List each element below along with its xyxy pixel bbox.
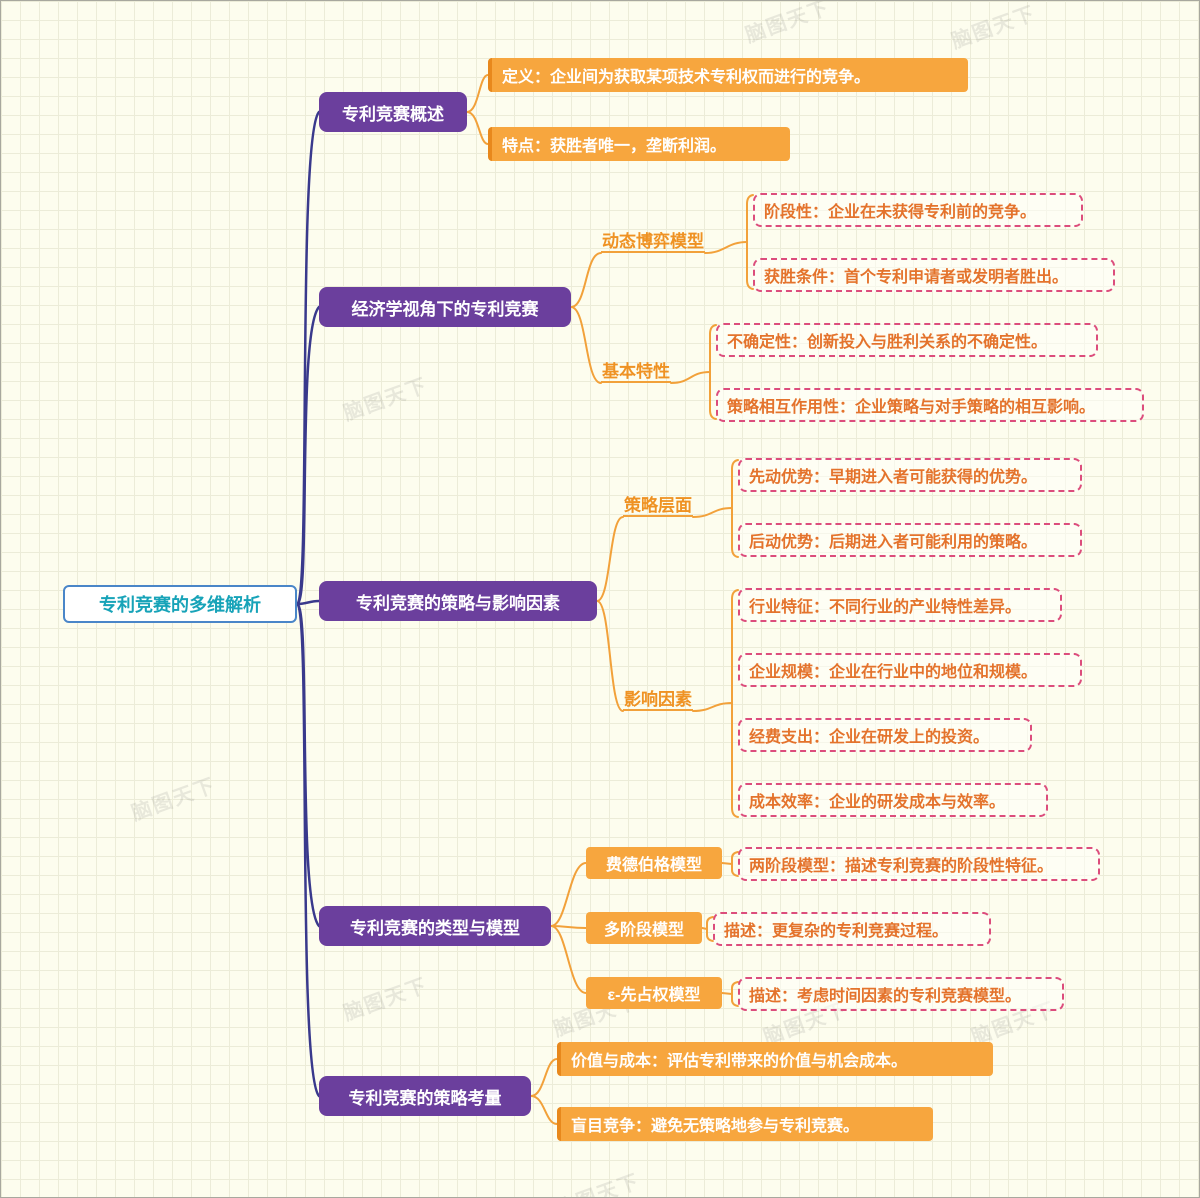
branch-node-2[interactable]: 经济学视角下的专利竞赛 — [319, 287, 571, 327]
subtopic-node[interactable]: 多阶段模型 — [586, 912, 702, 944]
leaf-node[interactable]: 后动优势：后期进入者可能利用的策略。 — [738, 523, 1082, 557]
leaf-node[interactable]: 两阶段模型：描述专利竞赛的阶段性特征。 — [738, 847, 1100, 881]
leaf-node[interactable]: 先动优势：早期进入者可能获得的优势。 — [738, 458, 1082, 492]
root-node[interactable]: 专利竞赛的多维解析 — [63, 585, 297, 623]
subtopic-node[interactable]: 策略层面 — [623, 491, 693, 517]
leaf-node[interactable]: 描述：考虑时间因素的专利竞赛模型。 — [738, 977, 1064, 1011]
leaf-node[interactable]: 成本效率：企业的研发成本与效率。 — [738, 783, 1048, 817]
branch-node-4[interactable]: 专利竞赛的类型与模型 — [319, 906, 551, 946]
subtopic-node[interactable]: 基本特性 — [601, 357, 671, 383]
branch-node-3[interactable]: 专利竞赛的策略与影响因素 — [319, 581, 597, 621]
leaf-node[interactable]: 经费支出：企业在研发上的投资。 — [738, 718, 1032, 752]
leaf-node[interactable]: 阶段性：企业在未获得专利前的竞争。 — [753, 193, 1083, 227]
subtopic-node[interactable]: 费德伯格模型 — [586, 847, 722, 879]
leaf-node[interactable]: 价值与成本：评估专利带来的价值与机会成本。 — [557, 1042, 993, 1076]
leaf-node[interactable]: 定义：企业间为获取某项技术专利权而进行的竞争。 — [488, 58, 968, 92]
leaf-node[interactable]: 盲目竞争：避免无策略地参与专利竞赛。 — [557, 1107, 933, 1141]
leaf-node[interactable]: 特点：获胜者唯一，垄断利润。 — [488, 127, 790, 161]
leaf-node[interactable]: 企业规模：企业在行业中的地位和规模。 — [738, 653, 1082, 687]
branch-node-1[interactable]: 专利竞赛概述 — [319, 92, 467, 132]
subtopic-node[interactable]: 影响因素 — [623, 685, 693, 711]
leaf-node[interactable]: 获胜条件：首个专利申请者或发明者胜出。 — [753, 258, 1115, 292]
leaf-node[interactable]: 策略相互作用性：企业策略与对手策略的相互影响。 — [716, 388, 1144, 422]
leaf-node[interactable]: 不确定性：创新投入与胜利关系的不确定性。 — [716, 323, 1098, 357]
leaf-node[interactable]: 描述：更复杂的专利竞赛过程。 — [713, 912, 991, 946]
branch-node-5[interactable]: 专利竞赛的策略考量 — [319, 1076, 531, 1116]
leaf-node[interactable]: 行业特征：不同行业的产业特性差异。 — [738, 588, 1062, 622]
subtopic-node[interactable]: 动态博弈模型 — [601, 227, 705, 253]
subtopic-node[interactable]: ε-先占权模型 — [586, 977, 722, 1009]
